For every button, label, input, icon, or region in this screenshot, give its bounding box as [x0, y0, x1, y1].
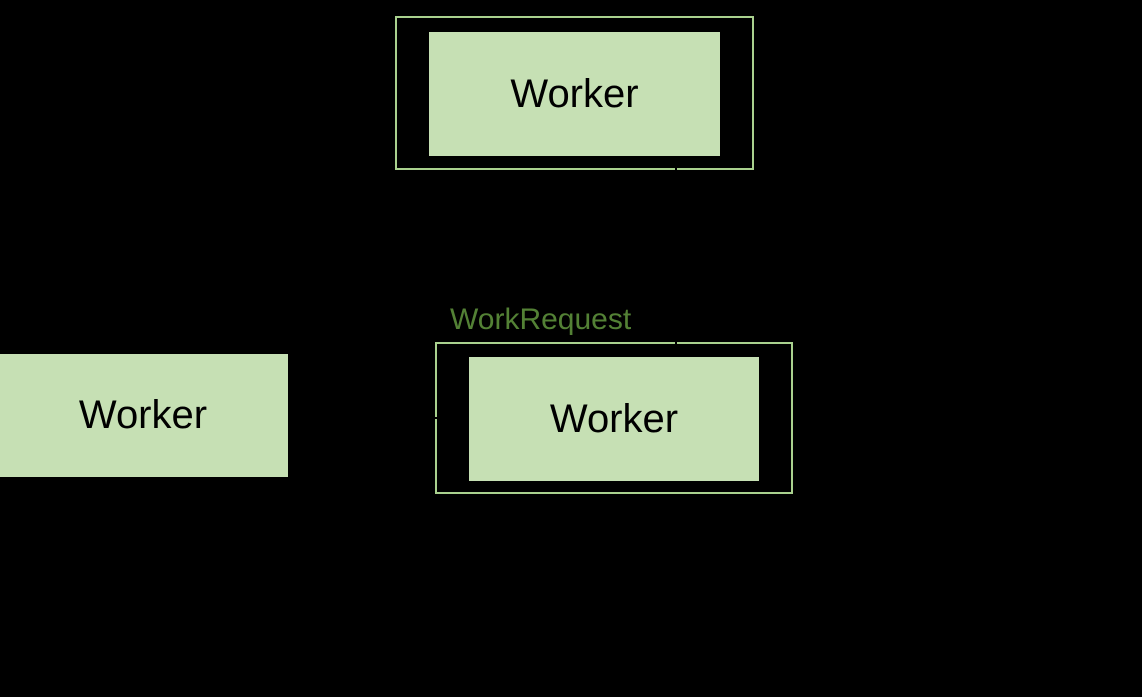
top-worker-group-box	[395, 16, 754, 170]
top-worker-node: Worker	[429, 32, 720, 156]
center-worker-label: Worker	[549, 396, 679, 441]
top-worker-label: Worker	[510, 71, 639, 116]
center-worker-node: Worker	[469, 357, 759, 481]
connector-top-to-workrequest	[675, 167, 677, 346]
workrequest-group-label: WorkRequest	[450, 303, 632, 336]
connector-left-to-workrequest	[289, 417, 438, 419]
left-worker-node: Worker	[0, 354, 288, 477]
left-worker-label: Worker	[78, 393, 208, 437]
